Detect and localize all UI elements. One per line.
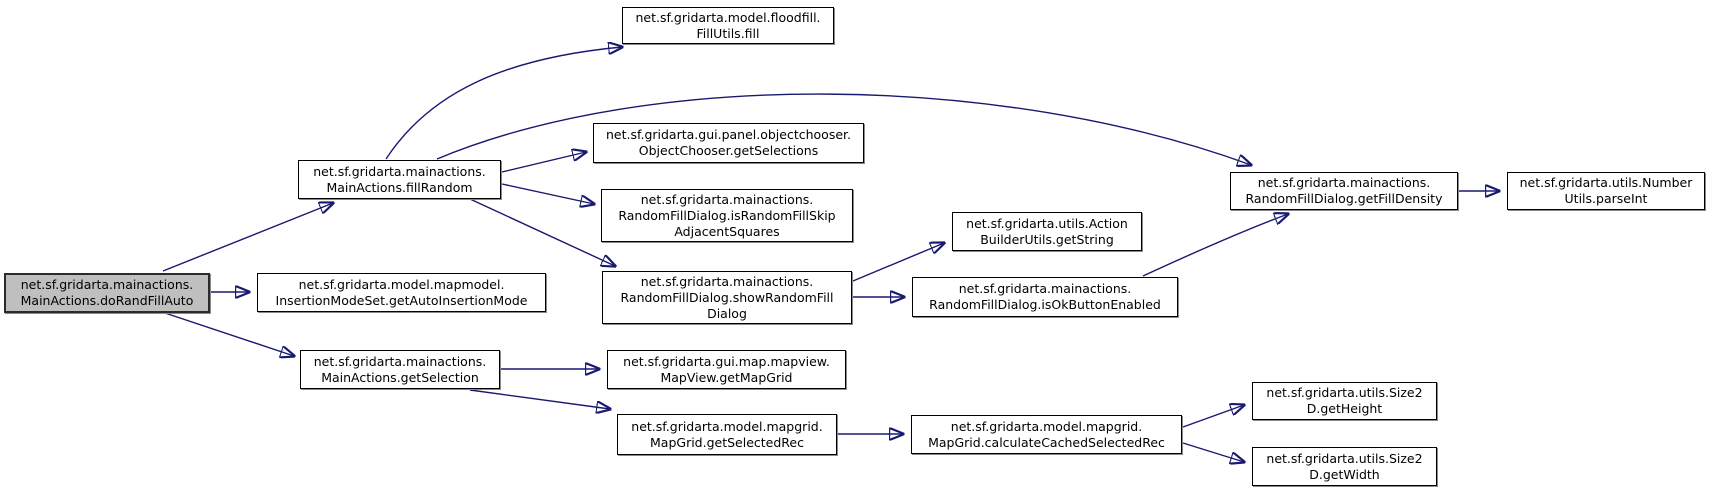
node-fill-random[interactable]: net.sf.gridarta.mainactions. MainActions… bbox=[298, 160, 501, 199]
node-label-line: MapGrid.calculateCachedSelectedRec bbox=[928, 434, 1165, 450]
node-label-line: net.sf.gridarta.model.mapgrid. bbox=[950, 418, 1143, 434]
edge-get-selection-to-get-selected-rec bbox=[469, 389, 610, 409]
edge-fill-random-to-is-random-fill-skip-adjacent-squares bbox=[501, 183, 594, 204]
node-label-line: MapView.getMapGrid bbox=[660, 369, 793, 385]
node-label-line: InsertionModeSet.getAutoInsertionMode bbox=[275, 292, 528, 308]
node-label-line: AdjacentSquares bbox=[674, 223, 780, 239]
node-label-line: net.sf.gridarta.mainactions. bbox=[313, 163, 486, 179]
node-get-height[interactable]: net.sf.gridarta.utils.Size2 D.getHeight bbox=[1252, 382, 1437, 420]
node-label-line: RandomFillDialog.showRandomFill bbox=[620, 289, 834, 305]
node-label-line: D.getWidth bbox=[1309, 466, 1380, 482]
node-get-selections[interactable]: net.sf.gridarta.gui.panel.objectchooser.… bbox=[593, 123, 864, 163]
edge-do-rand-fill-auto-to-get-selection bbox=[164, 312, 294, 356]
node-label-line: net.sf.gridarta.utils.Size2 bbox=[1266, 385, 1423, 400]
node-calculate-cached-selected-rec[interactable]: net.sf.gridarta.model.mapgrid. MapGrid.c… bbox=[911, 415, 1182, 454]
node-get-width[interactable]: net.sf.gridarta.utils.Size2 D.getWidth bbox=[1252, 447, 1437, 486]
node-label-line: RandomFillDialog.isRandomFillSkip bbox=[618, 207, 836, 223]
node-label-line: D.getHeight bbox=[1306, 401, 1383, 416]
node-label-line: BuilderUtils.getString bbox=[980, 231, 1114, 247]
node-get-auto-insertion-mode[interactable]: net.sf.gridarta.model.mapmodel. Insertio… bbox=[257, 273, 546, 312]
edge-calculate-cached-selected-rec-to-get-height bbox=[1182, 405, 1244, 428]
node-show-random-fill-dialog[interactable]: net.sf.gridarta.mainactions. RandomFillD… bbox=[602, 271, 852, 324]
node-label-line: net.sf.gridarta.utils.Action bbox=[966, 215, 1128, 231]
node-get-selection[interactable]: net.sf.gridarta.mainactions. MainActions… bbox=[300, 350, 500, 389]
node-label-line: net.sf.gridarta.mainactions. bbox=[20, 277, 194, 292]
edge-show-random-fill-dialog-to-get-string bbox=[852, 243, 944, 282]
node-label-line: net.sf.gridarta.mainactions. bbox=[958, 281, 1132, 296]
edge-calculate-cached-selected-rec-to-get-width bbox=[1182, 442, 1244, 462]
node-is-random-fill-skip-adjacent-squares[interactable]: net.sf.gridarta.mainactions. RandomFillD… bbox=[601, 189, 853, 242]
node-label-line: MainActions.fillRandom bbox=[326, 179, 473, 195]
node-label-line: net.sf.gridarta.utils.Number bbox=[1519, 175, 1693, 190]
node-label-line: net.sf.gridarta.mainactions. bbox=[640, 191, 814, 207]
node-is-ok-button-enabled[interactable]: net.sf.gridarta.mainactions. RandomFillD… bbox=[912, 277, 1178, 317]
node-label-line: RandomFillDialog.isOkButtonEnabled bbox=[929, 297, 1161, 312]
node-label-line: net.sf.gridarta.utils.Size2 bbox=[1266, 450, 1423, 466]
node-label-line: MainActions.getSelection bbox=[321, 369, 479, 385]
node-label-line: net.sf.gridarta.mainactions. bbox=[313, 353, 487, 369]
node-label-line: net.sf.gridarta.mainactions. bbox=[640, 273, 814, 289]
node-get-fill-density[interactable]: net.sf.gridarta.mainactions. RandomFillD… bbox=[1230, 172, 1458, 210]
node-do-rand-fill-auto: net.sf.gridarta.mainactions. MainActions… bbox=[4, 273, 210, 313]
node-label-line: FillUtils.fill bbox=[696, 25, 760, 41]
edge-fill-random-to-show-random-fill-dialog bbox=[469, 198, 615, 266]
edge-do-rand-fill-auto-to-fill-random bbox=[162, 203, 333, 272]
node-parse-int[interactable]: net.sf.gridarta.utils.Number Utils.parse… bbox=[1507, 172, 1705, 210]
node-label-line: net.sf.gridarta.gui.map.mapview. bbox=[623, 353, 830, 369]
node-label-line: net.sf.gridarta.model.floodfill. bbox=[635, 9, 821, 25]
node-label-line: net.sf.gridarta.model.mapgrid. bbox=[631, 418, 823, 434]
node-fill-utils-fill[interactable]: net.sf.gridarta.model.floodfill. FillUti… bbox=[622, 7, 834, 44]
node-label-line: net.sf.gridarta.mainactions. bbox=[1257, 175, 1431, 190]
node-get-string[interactable]: net.sf.gridarta.utils.Action BuilderUtil… bbox=[952, 212, 1142, 251]
node-label-line: ObjectChooser.getSelections bbox=[638, 143, 819, 158]
node-label-line: Dialog bbox=[707, 305, 747, 321]
node-label-line: Utils.parseInt bbox=[1564, 191, 1648, 206]
node-get-selected-rec[interactable]: net.sf.gridarta.model.mapgrid. MapGrid.g… bbox=[617, 414, 837, 455]
node-label-line: net.sf.gridarta.gui.panel.objectchooser. bbox=[605, 127, 851, 142]
edge-fill-random-to-get-selections bbox=[501, 152, 586, 173]
edge-is-ok-button-enabled-to-get-fill-density bbox=[1142, 214, 1288, 277]
node-label-line: RandomFillDialog.getFillDensity bbox=[1245, 191, 1443, 206]
node-label-line: MainActions.doRandFillAuto bbox=[20, 293, 194, 308]
node-get-map-grid[interactable]: net.sf.gridarta.gui.map.mapview. MapView… bbox=[607, 350, 846, 389]
node-label-line: net.sf.gridarta.model.mapmodel. bbox=[298, 276, 505, 292]
node-label-line: MapGrid.getSelectedRec bbox=[650, 434, 804, 450]
edge-fill-random-to-fill-utils-fill bbox=[385, 47, 622, 160]
